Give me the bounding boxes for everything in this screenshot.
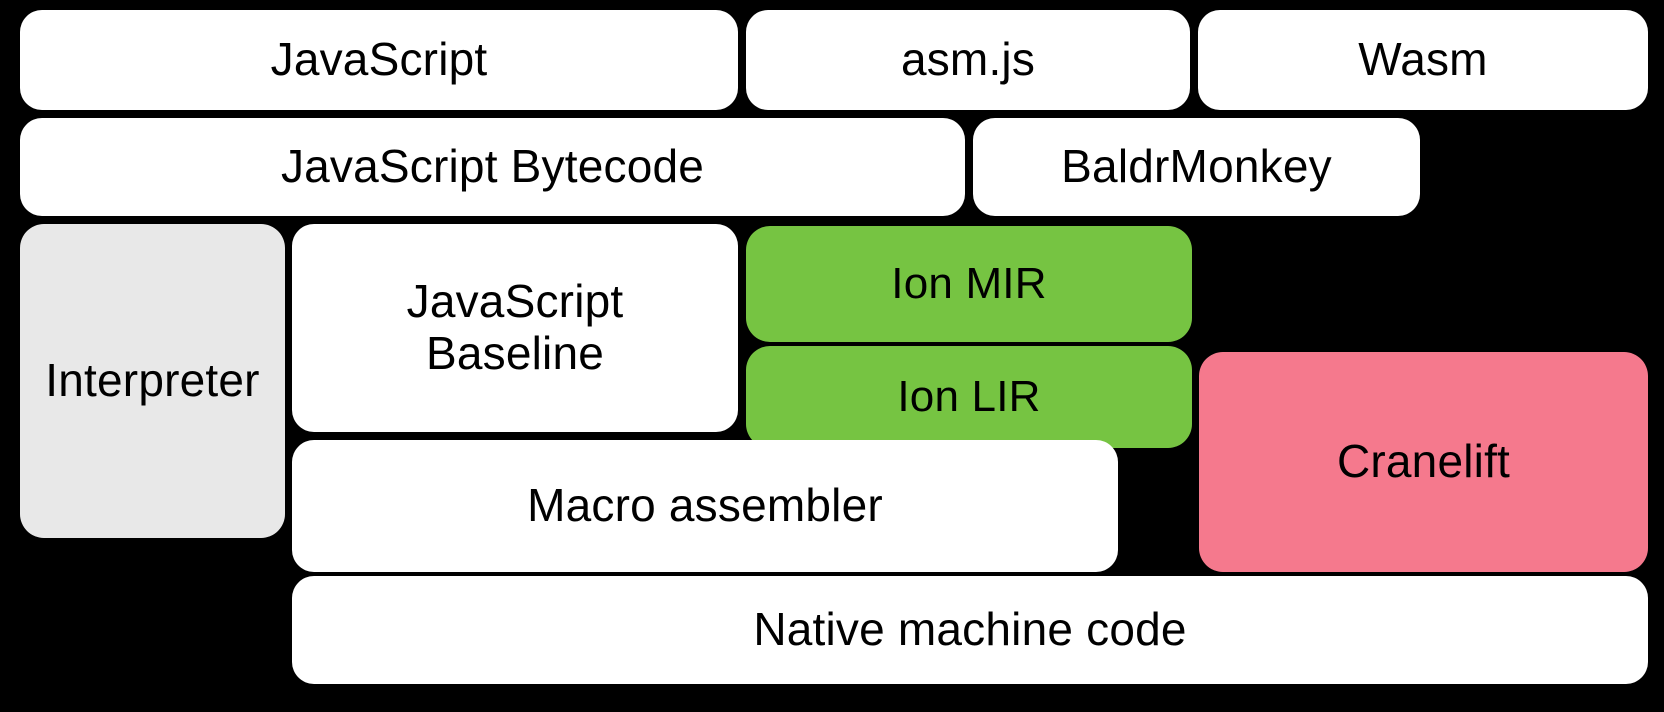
node-wasm-label: Wasm — [1358, 33, 1488, 86]
node-native-machine-code: Native machine code — [292, 576, 1648, 684]
node-macro-assembler: Macro assembler — [292, 440, 1118, 572]
node-native-machine-code-label: Native machine code — [753, 603, 1187, 656]
node-cranelift: Cranelift — [1199, 352, 1648, 572]
node-ion-lir-label: Ion LIR — [897, 372, 1041, 422]
node-asm-js: asm.js — [746, 10, 1190, 110]
node-wasm: Wasm — [1198, 10, 1648, 110]
node-javascript-bytecode-label: JavaScript Bytecode — [280, 140, 705, 193]
node-ion-mir: Ion MIR — [746, 226, 1192, 342]
node-baldrmonkey-label: BaldrMonkey — [1061, 140, 1332, 193]
node-cranelift-label: Cranelift — [1336, 435, 1511, 488]
node-javascript-baseline-label: JavaScript Baseline — [406, 275, 624, 379]
node-interpreter: Interpreter — [20, 224, 285, 538]
node-asm-js-label: asm.js — [900, 33, 1036, 86]
node-macro-assembler-label: Macro assembler — [527, 479, 883, 532]
node-ion-mir-label: Ion MIR — [891, 259, 1047, 309]
node-javascript-baseline: JavaScript Baseline — [292, 224, 738, 432]
node-javascript-label: JavaScript — [270, 33, 488, 86]
node-baldrmonkey: BaldrMonkey — [973, 118, 1420, 216]
node-javascript: JavaScript — [20, 10, 738, 110]
node-ion-lir: Ion LIR — [746, 346, 1192, 448]
node-javascript-bytecode: JavaScript Bytecode — [20, 118, 965, 216]
node-interpreter-label: Interpreter — [45, 354, 260, 407]
